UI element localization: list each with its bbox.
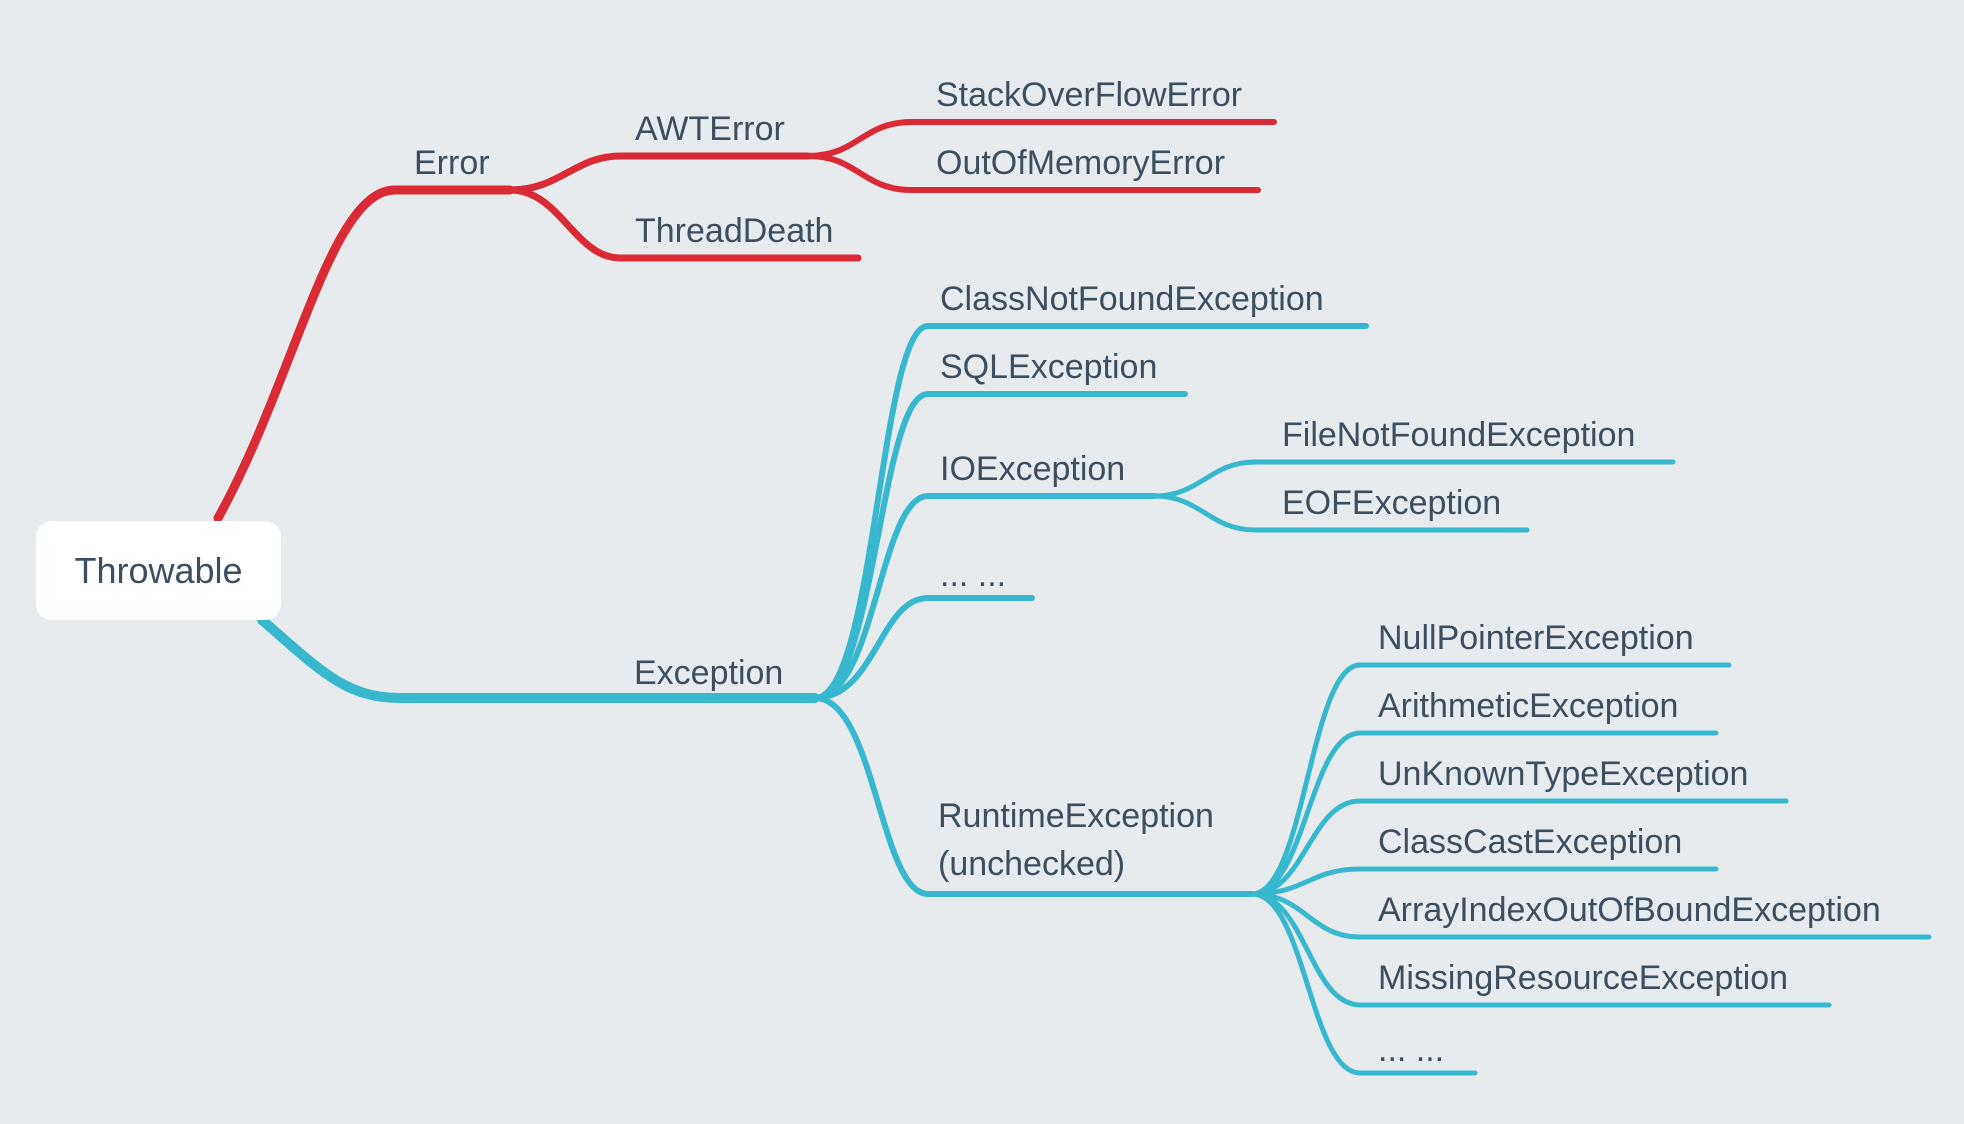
- root-node-label: Throwable: [74, 549, 243, 591]
- edge-exception-io: [812, 493, 1158, 701]
- edge-runtime-arrayindex: [1249, 891, 1932, 940]
- node-filenotfoundexception[interactable]: FileNotFoundException: [1282, 416, 1636, 454]
- edge-exception-more: [812, 595, 1035, 701]
- edge-exception-runtime: [812, 695, 1255, 897]
- edge-io-eof: [1152, 493, 1530, 533]
- node-nullpointerexception[interactable]: NullPointerException: [1378, 619, 1694, 657]
- node-sqlexception[interactable]: SQLException: [940, 348, 1158, 386]
- edge-error-threaddeath: [506, 186, 862, 262]
- edge-runtime-classcast: [1249, 866, 1719, 897]
- edge-runtime-nullpointer: [1249, 662, 1732, 897]
- node-stackoverflowerror[interactable]: StackOverFlowError: [936, 76, 1243, 114]
- edge-runtime-unknowntype: [1249, 798, 1789, 897]
- edge-throwable-exception: [257, 615, 820, 703]
- edge-exception-sql: [812, 391, 1188, 701]
- node-eofexception[interactable]: EOFException: [1282, 484, 1502, 522]
- node-missingresourceexception[interactable]: MissingResourceException: [1378, 959, 1789, 997]
- edge-runtime-arithmetic: [1249, 730, 1719, 897]
- root-node-throwable[interactable]: Throwable: [36, 521, 281, 620]
- node-awterror[interactable]: AWTError: [635, 110, 785, 148]
- node-threaddeath[interactable]: ThreadDeath: [635, 212, 834, 250]
- node-ioexception[interactable]: IOException: [940, 450, 1126, 488]
- edge-awterror-outofmemoryerror: [805, 153, 1261, 193]
- node-classnotfoundexception[interactable]: ClassNotFoundException: [940, 280, 1324, 318]
- node-runtimeexception-line1[interactable]: RuntimeException: [938, 797, 1214, 835]
- node-runtime-more[interactable]: ... ...: [1378, 1031, 1445, 1069]
- node-exception[interactable]: Exception: [634, 654, 784, 692]
- node-error[interactable]: Error: [414, 144, 490, 182]
- node-runtimeexception-line2[interactable]: (unchecked): [938, 845, 1126, 883]
- node-classcastexception[interactable]: ClassCastException: [1378, 823, 1683, 861]
- edge-throwable-error: [213, 185, 515, 523]
- node-exception-more[interactable]: ... ...: [940, 556, 1007, 594]
- edge-runtime-more: [1249, 891, 1478, 1076]
- node-arrayindexoutofboundexception[interactable]: ArrayIndexOutOfBoundException: [1378, 891, 1881, 929]
- node-unknowntypeexception[interactable]: UnKnownTypeException: [1378, 755, 1749, 793]
- node-arithmeticexception[interactable]: ArithmeticException: [1378, 687, 1679, 725]
- edge-runtime-missingresource: [1249, 891, 1832, 1008]
- node-outofmemoryerror[interactable]: OutOfMemoryError: [936, 144, 1226, 182]
- edge-io-filenotfound: [1152, 459, 1676, 499]
- edge-error-awterror: [506, 152, 812, 194]
